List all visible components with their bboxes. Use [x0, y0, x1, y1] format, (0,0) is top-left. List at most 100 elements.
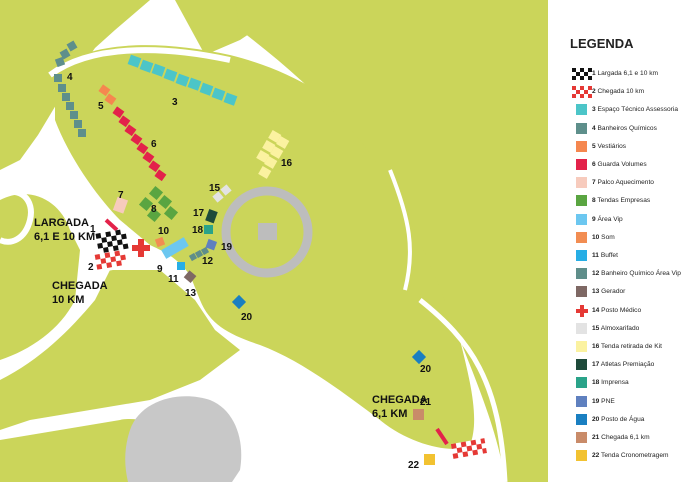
legend-text: Largada 6,1 e 10 km — [595, 70, 659, 77]
marker-12: 12 — [202, 256, 214, 267]
legend-number: 8 — [592, 197, 596, 205]
legend-number: 16 — [592, 343, 600, 350]
label-chegada10-2: 10 KM — [52, 294, 84, 306]
legend-label: 5 Vestiários — [592, 141, 626, 152]
item-9-area-vip — [161, 237, 189, 259]
legend-title: LEGENDA — [570, 36, 634, 51]
item-20-posto-agua-1 — [231, 294, 247, 310]
item-10-som — [154, 236, 166, 248]
legend-number: 19 — [592, 397, 600, 405]
legend-number: 20 — [592, 415, 600, 423]
legend-item: 3 Espaço Técnico Assessoria — [548, 104, 700, 118]
item-17-atletas-premiacao — [205, 208, 218, 224]
legend-item: 9 Área Vip — [548, 213, 700, 228]
red-cross-icon — [576, 304, 588, 317]
legend-item: 14 Posto Médico — [548, 304, 700, 319]
label-chegada61-1: CHEGADA — [372, 394, 428, 406]
path-bottom-right — [418, 298, 508, 482]
legend-number: 22 — [592, 452, 600, 460]
legend-text: Palco Aquecimento — [595, 179, 654, 187]
legend-text: Banheiros Químicos — [595, 124, 657, 132]
legend-text: Banheiro Químico Área Vip — [599, 270, 681, 278]
marker-16: 16 — [281, 158, 293, 169]
marker-11: 11 — [168, 274, 179, 285]
legend-swatch — [576, 140, 587, 152]
grass-area-middle — [0, 270, 240, 430]
marker-5: 5 — [98, 101, 104, 112]
legend-item: 21 Chegada 6,1 km — [548, 432, 700, 446]
marker-20b: 20 — [420, 364, 432, 375]
legend-text: Posto de Água — [599, 415, 645, 423]
marker-8: 8 — [151, 204, 157, 215]
legend-swatch — [576, 177, 587, 189]
legend-text: Chegada 6,1 km — [599, 434, 650, 441]
legend-swatch — [576, 432, 587, 443]
legend-number: 18 — [592, 379, 600, 387]
legend-label: 11 Buffet — [592, 250, 618, 261]
legend-item: 16 Tenda retirada de Kit — [548, 341, 700, 355]
event-site-map: 1 2 3 4 5 6 7 8 9 10 11 12 13 15 16 17 1… — [0, 0, 548, 482]
legend-item: 11 Buffet — [548, 250, 700, 264]
checkered-flag-red-icon — [572, 86, 592, 99]
legend-number: 9 — [592, 215, 596, 223]
legend-number: 12 — [592, 270, 600, 278]
legend-text: Tendas Empresas — [595, 197, 651, 205]
legend-text: Área Vip — [595, 215, 623, 223]
path-loop-left — [0, 188, 34, 245]
checkered-flag-black-icon — [95, 228, 131, 254]
chegada-61-line — [435, 427, 449, 446]
legend-swatch — [576, 377, 587, 389]
legend-item: 17 Atletas Premiação — [548, 359, 700, 373]
item-8-tendas-empresas — [138, 185, 179, 223]
item-18-imprensa — [204, 225, 213, 234]
legend-text: Imprensa — [599, 379, 629, 387]
legend-text: Posto Médico — [599, 306, 642, 314]
marker-21: 21 — [420, 397, 432, 408]
legend-swatch — [576, 413, 587, 425]
marker-1: 1 — [90, 224, 96, 235]
legend-number: 7 — [592, 179, 596, 187]
marker-7: 7 — [118, 190, 124, 201]
legend-swatch — [576, 322, 587, 334]
checkered-flag-red-icon — [94, 249, 130, 273]
marker-18: 18 — [192, 225, 204, 236]
label-chegada10-1: CHEGADA — [52, 280, 108, 292]
legend-label: 12 Banheiro Químico Área Vip — [592, 268, 681, 279]
legend-number: 4 — [592, 124, 596, 132]
marker-4: 4 — [67, 72, 73, 83]
legend-label: 15 Almoxarifado — [592, 323, 639, 334]
legend-text: Vestiários — [595, 142, 627, 150]
legend-text: Tenda retirada de Kit — [599, 343, 662, 350]
legend-swatch — [576, 159, 587, 170]
legend-swatch — [576, 122, 587, 134]
legend-number: 2 — [592, 88, 596, 96]
legend-number: 21 — [592, 434, 600, 441]
legend-item: 6 Guarda Volumes — [548, 159, 700, 173]
marker-10: 10 — [158, 226, 170, 237]
item-22-cronometragem — [424, 454, 435, 465]
marker-17: 17 — [193, 208, 205, 219]
legend-text: Gerador — [599, 288, 626, 296]
item-3-espaco-tecnico — [127, 54, 238, 106]
legend-item: 13 Gerador — [548, 286, 700, 300]
item-13-gerador — [183, 270, 197, 284]
grass-area-corner — [0, 0, 70, 48]
legend-label: 6 Guarda Volumes — [592, 159, 647, 170]
legend-swatch — [576, 395, 587, 407]
legend-swatch — [576, 450, 587, 462]
legend-number: 14 — [592, 306, 600, 314]
legend-label: 9 Área Vip — [592, 214, 623, 225]
largada-line — [104, 218, 119, 232]
legend-item: 8 Tendas Empresas — [548, 195, 700, 209]
legend-label: 13 Gerador — [592, 286, 625, 297]
red-cross-icon — [132, 239, 150, 257]
legend-text: PNE — [599, 397, 615, 405]
grass-area-top-left — [0, 0, 150, 170]
legend-swatch — [576, 268, 587, 280]
item-7-palco — [112, 196, 129, 214]
legend-item: 18 Imprensa — [548, 377, 700, 391]
legend-item: 22 Tenda Cronometragem — [548, 450, 700, 464]
legend-swatch — [576, 104, 587, 116]
legend-item: 20 Posto de Água — [548, 413, 700, 428]
legend-label: 18 Imprensa — [592, 377, 629, 388]
